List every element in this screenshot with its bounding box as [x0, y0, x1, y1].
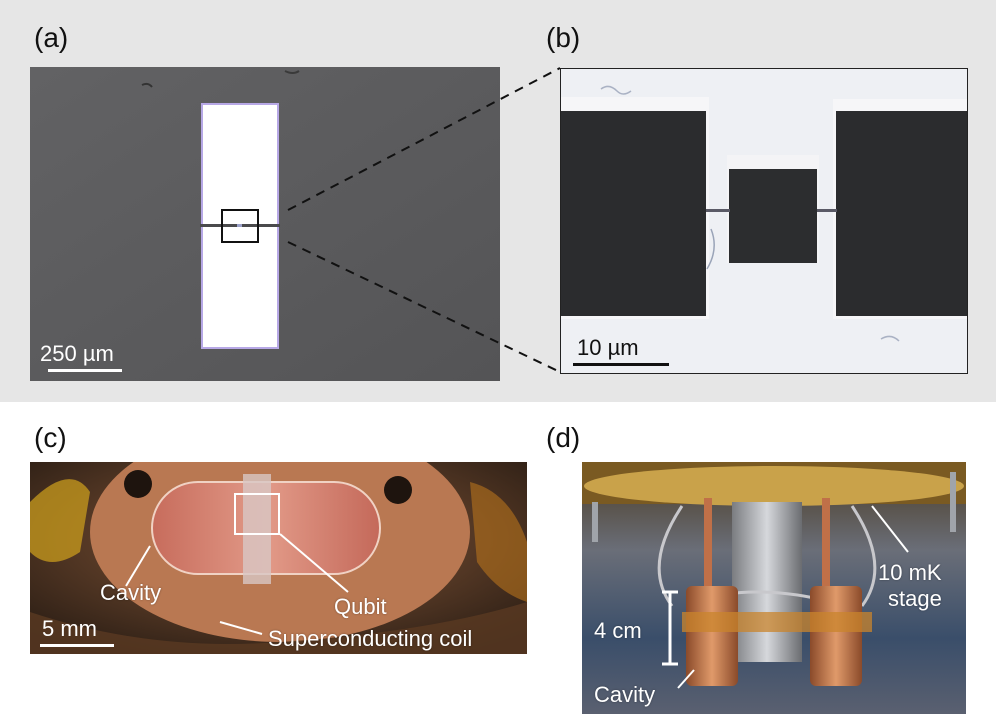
panel-c-drawing [30, 462, 527, 654]
island [729, 169, 817, 263]
panel-d-scale-label: 4 cm [594, 618, 642, 643]
zoom-box [221, 209, 259, 243]
panel-d-photo: 4 cm 10 mK stage Cavity [582, 462, 966, 714]
stage-label-line1: 10 mK [878, 560, 942, 585]
right-electrode [836, 111, 967, 316]
coil-label: Superconducting coil [268, 626, 473, 651]
panel-a-scale-label: 250 µm [40, 341, 114, 366]
cavity-left [686, 586, 738, 686]
panel-a-drawing [30, 67, 500, 381]
panel-d-label: (d) [546, 422, 581, 453]
panel-b-drawing [561, 69, 967, 373]
cavity-label-d: Cavity [594, 682, 656, 707]
cavity-label-c: Cavity [100, 580, 162, 605]
panel-b-scale-label: 10 µm [577, 335, 639, 360]
stage-label-line2: stage [888, 586, 942, 611]
qubit-box [234, 493, 280, 535]
cavity-right [810, 586, 862, 686]
panel-c-scale-bar [40, 644, 114, 647]
panel-b-scale-bar [573, 363, 669, 366]
panel-a-label: (a) [34, 22, 69, 53]
panel-c-scale-label: 5 mm [42, 616, 97, 641]
left-electrode [561, 111, 706, 316]
center-post [732, 502, 802, 662]
panel-b-label: (b) [546, 22, 581, 53]
qubit-label: Qubit [334, 594, 387, 619]
panel-a-micrograph: 250 µm [30, 67, 500, 381]
panel-b-micrograph: 10 µm [560, 68, 968, 374]
panel-c-photo: Cavity Qubit Superconducting coil 5 mm [30, 462, 527, 654]
panel-d-drawing [582, 462, 966, 714]
panel-c-label: (c) [34, 422, 67, 453]
panel-a-scale-bar [48, 369, 122, 372]
qubit-chip [243, 474, 271, 584]
mk-stage-plate [584, 466, 964, 506]
